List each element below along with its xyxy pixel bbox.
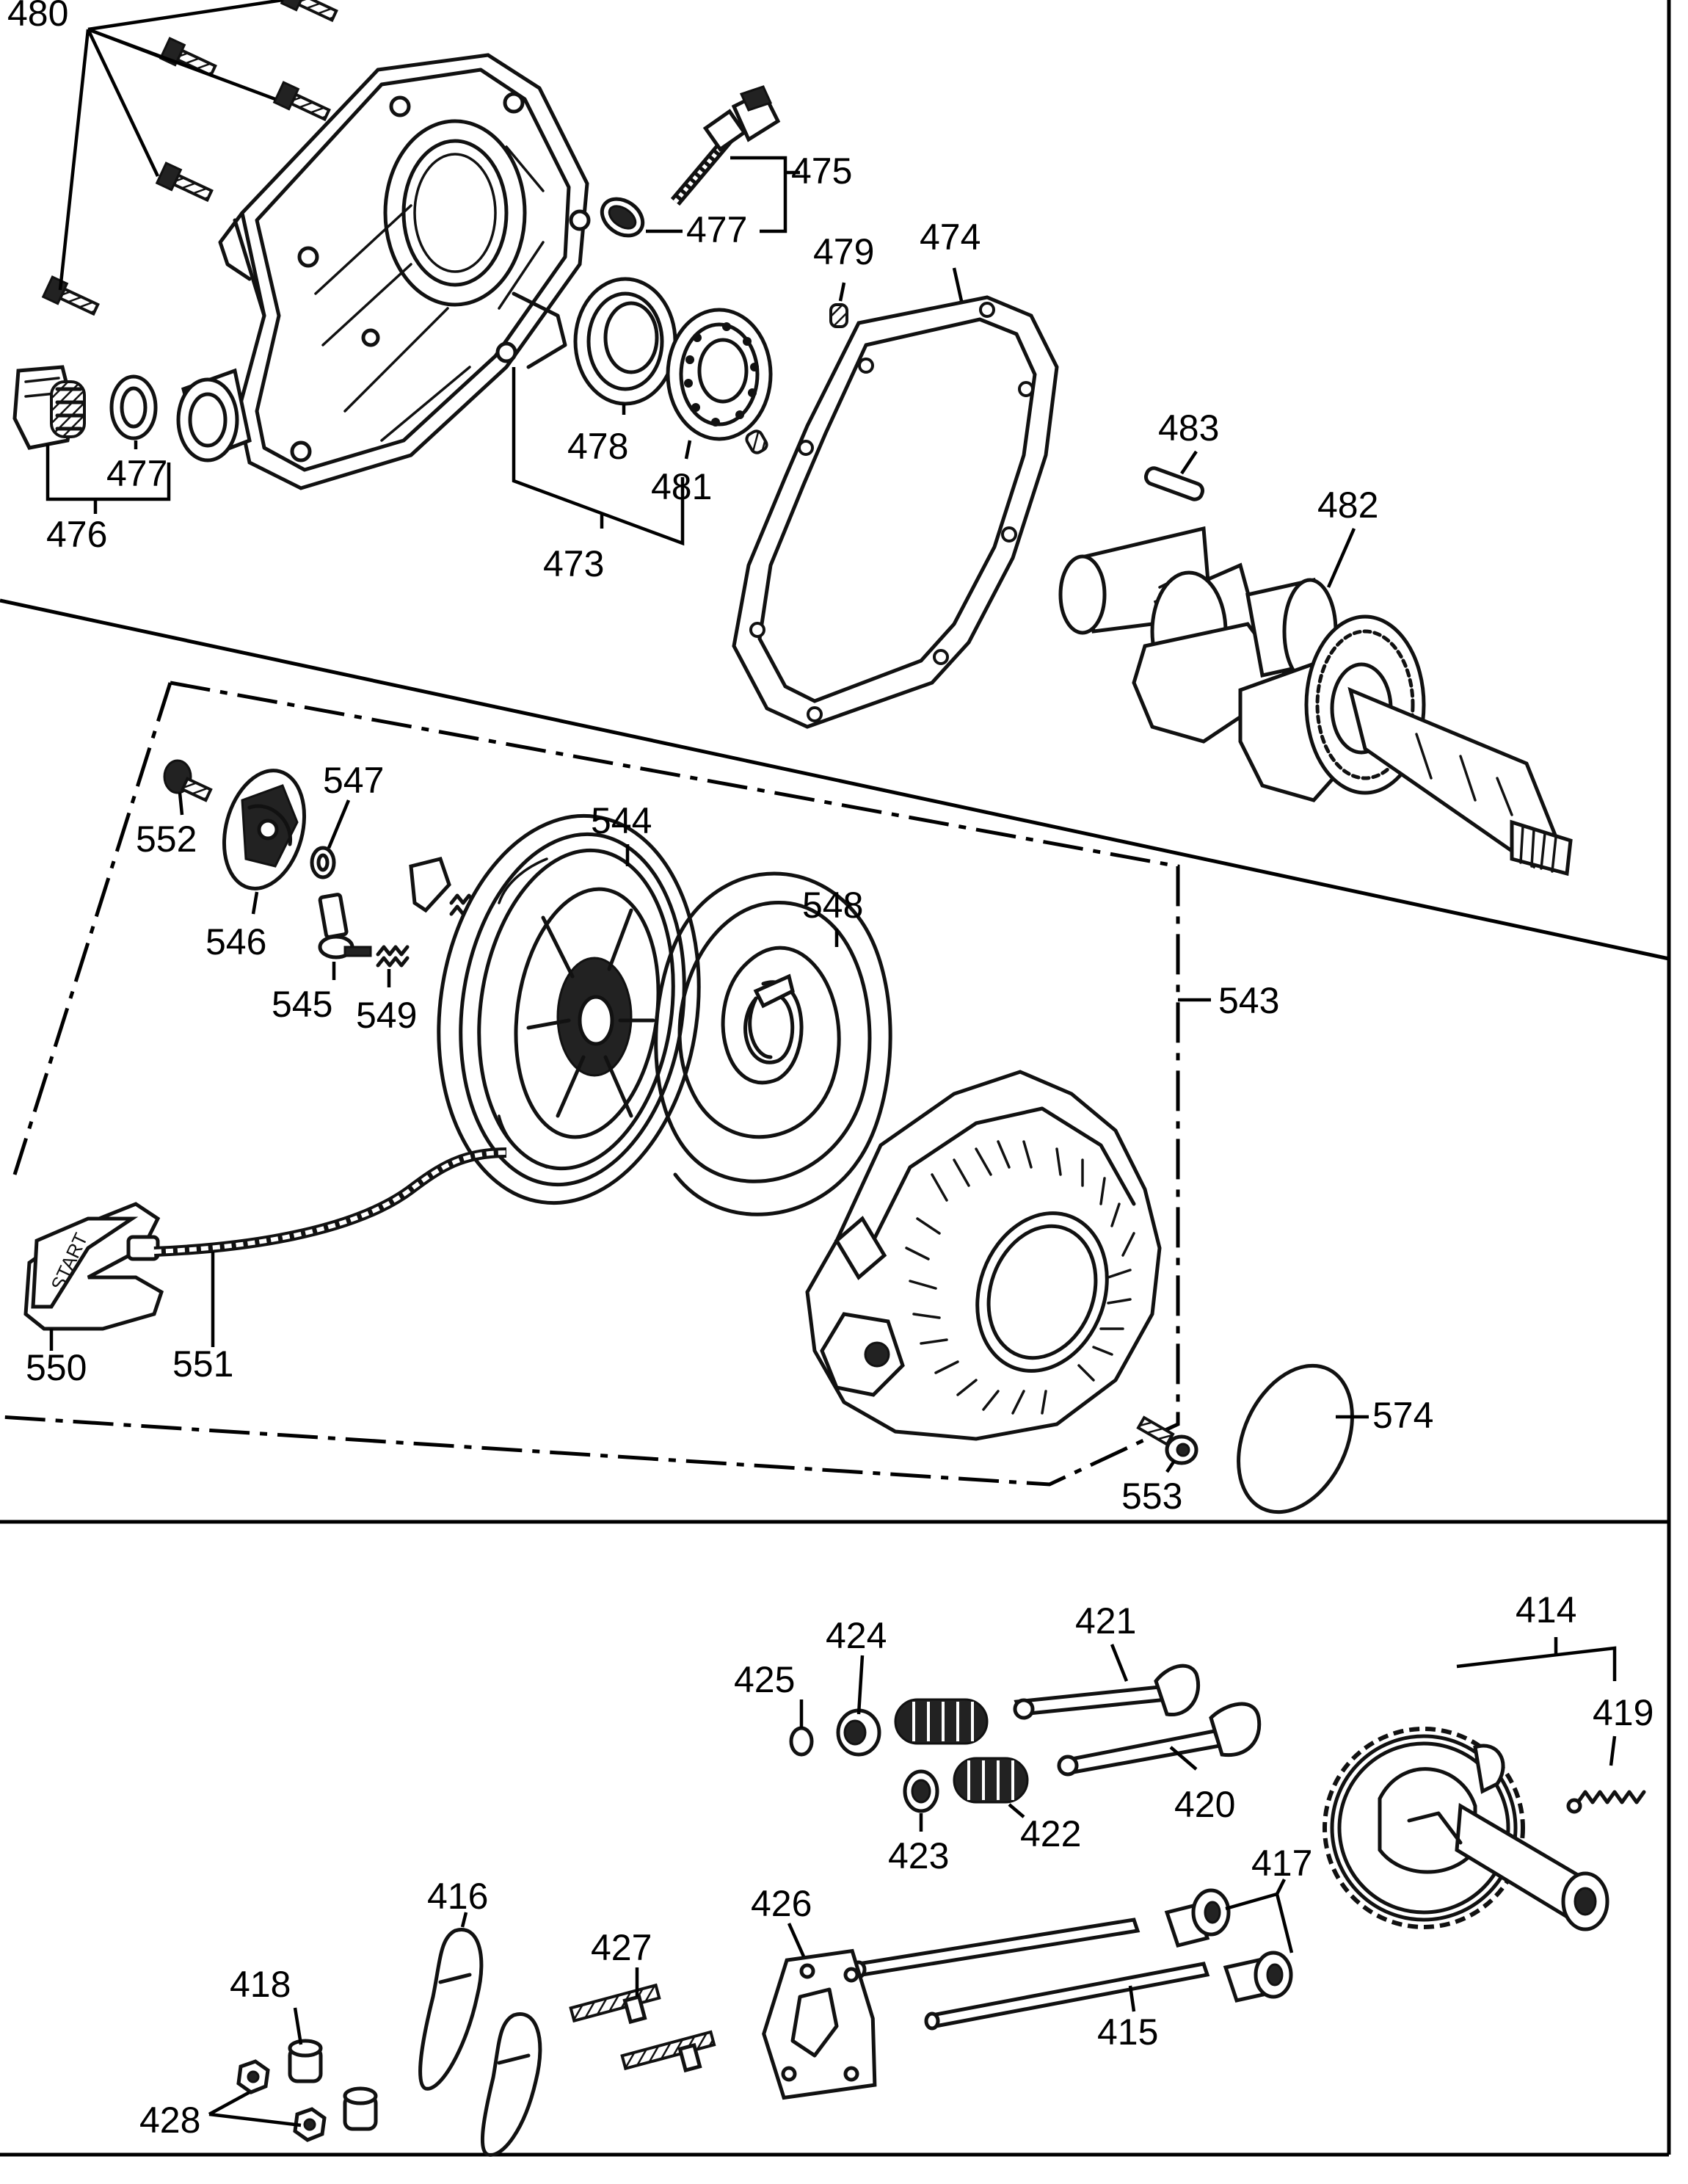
label-479: 479 (813, 231, 874, 272)
label-543: 543 (1218, 980, 1279, 1021)
valve-cap-425 (789, 1726, 814, 1757)
label-480: 480 (7, 0, 68, 34)
spring-419 (1566, 1790, 1646, 1814)
label-476: 476 (46, 514, 107, 555)
crankcase-cover (218, 53, 591, 490)
oil-filler-plug-476 (12, 365, 86, 450)
label-477-lower: 477 (106, 453, 167, 494)
pivots-418 (288, 2039, 378, 2131)
label-551: 551 (172, 1343, 233, 1385)
crankshaft-482 (1058, 526, 1573, 877)
label-420: 420 (1174, 1784, 1235, 1825)
label-478: 478 (567, 426, 628, 467)
starter-handle-550: START (23, 1202, 164, 1331)
label-427: 427 (591, 1927, 652, 1968)
washer-547 (310, 846, 336, 879)
label-547: 547 (323, 760, 384, 801)
label-550: 550 (26, 1347, 87, 1388)
dipstick-475 (670, 85, 781, 206)
label-552: 552 (136, 819, 197, 860)
push-rods-415 (851, 1918, 1210, 2031)
recoil-spring-548 (654, 871, 892, 1216)
label-553: 553 (1121, 1476, 1182, 1517)
o-ring-477-upper (600, 197, 645, 238)
label-414: 414 (1516, 1589, 1576, 1630)
filler-neck (176, 368, 252, 462)
dowel-pin-479 (745, 303, 848, 454)
label-544: 544 (591, 800, 652, 841)
label-545: 545 (272, 984, 332, 1025)
label-546: 546 (205, 921, 266, 962)
studs-427 (569, 1983, 716, 2073)
valve-420 (1057, 1702, 1262, 1777)
rocker-arms-416 (418, 1928, 542, 2157)
label-424: 424 (826, 1615, 887, 1656)
label-419: 419 (1593, 1692, 1654, 1733)
label-426: 426 (751, 1883, 812, 1924)
part-labels: 480 475 477 479 474 476 477 478 481 473 … (7, 0, 1654, 2141)
retainer-423 (903, 1769, 939, 1813)
label-483: 483 (1158, 407, 1219, 449)
label-425: 425 (734, 1659, 795, 1700)
retainer-424 (836, 1708, 881, 1757)
label-548: 548 (802, 885, 863, 926)
label-428: 428 (139, 2100, 200, 2141)
label-482: 482 (1317, 485, 1378, 526)
label-473: 473 (543, 543, 604, 584)
label-475: 475 (791, 150, 852, 192)
label-417: 417 (1251, 1843, 1312, 1884)
screen-574 (1237, 1363, 1354, 1514)
valve-421 (1013, 1664, 1201, 1720)
leader-lines (46, 0, 1617, 2127)
label-574: 574 (1372, 1395, 1433, 1436)
label-423: 423 (888, 1835, 949, 1876)
reel-pulley-544 (437, 813, 701, 1205)
nuts-428 (236, 2059, 327, 2142)
gasket-474 (732, 295, 1059, 729)
label-481: 481 (651, 466, 712, 507)
label-549: 549 (356, 995, 417, 1036)
woodruff-key-483 (1143, 466, 1205, 501)
starter-rope-551 (153, 1147, 507, 1257)
label-474: 474 (920, 217, 981, 258)
camshaft-414 (1323, 1727, 1609, 1931)
label-415: 415 (1097, 2011, 1158, 2053)
pawl-545 (318, 893, 372, 959)
starter-housing (805, 1070, 1162, 1441)
tappets-417 (1164, 1888, 1293, 2003)
label-418: 418 (230, 1964, 291, 2005)
bolt-553 (1136, 1415, 1198, 1465)
label-477-upper: 477 (686, 209, 747, 250)
bolt-552 (163, 759, 213, 802)
oil-seal-478 (573, 277, 677, 406)
spring-549 (376, 945, 410, 968)
ratchet-546 (222, 769, 307, 890)
valve-springs-422 (894, 1698, 1029, 1804)
guide-plate-426 (762, 1948, 877, 2100)
label-421: 421 (1075, 1600, 1136, 1641)
label-422: 422 (1020, 1813, 1081, 1854)
frame-lines (0, 0, 1671, 2157)
bearing-481 (666, 308, 773, 441)
label-416: 416 (427, 1876, 488, 1917)
o-ring-477-lower (109, 374, 158, 440)
